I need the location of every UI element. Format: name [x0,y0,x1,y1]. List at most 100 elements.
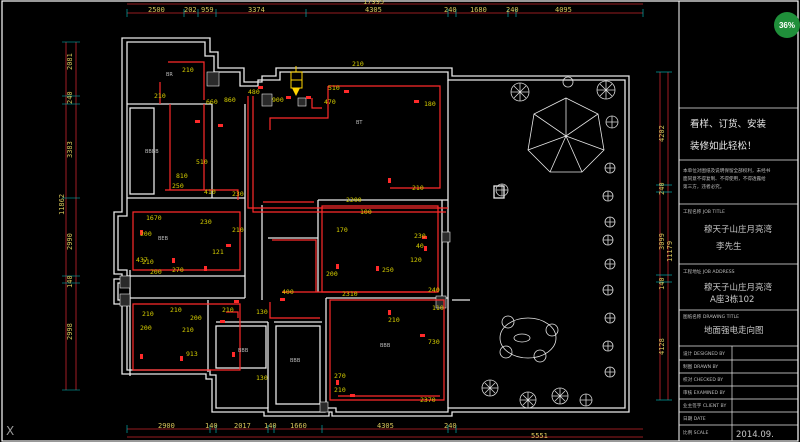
measure-label: 470 [324,98,336,106]
measure-label: 110 [432,304,444,312]
left-dimensions: 2081 240 3383 2990 140 2998 11862 [58,53,74,340]
drawing-name: 地面强电走向图 [704,325,764,336]
measure-label: 2370 [420,396,436,404]
bottom-dim-3: 2017 [234,422,251,430]
measure-label: 730 [428,338,440,346]
measure-label: 210 [142,258,154,266]
bottom-dim-7: 240 [444,422,457,430]
measure-label: 410 [204,188,216,196]
company-note-3: 第三方，违者必究。 [683,183,724,190]
measure-label: 200 [326,270,338,278]
measure-label: 200 [190,314,202,322]
drawing-date: 2014.09. [736,430,774,440]
top-dim-7: 1680 [470,6,487,14]
bottom-dimensions: 2900 140 2017 140 1660 4305 240 5551 [158,422,548,440]
wiring-outlets [140,86,427,397]
measure-label: 210 [142,310,154,318]
company-note-1: 本单位对图纸及说明保留全部权利，未经书 [683,167,771,174]
measure-label: 130 [256,374,268,382]
bottom-dim-4: 140 [264,422,277,430]
left-dim-1: 2081 [66,53,74,70]
right-dim-2: 240 [658,182,666,195]
measure-label: 240 [428,286,440,294]
measure-label: 200 [150,268,162,276]
room-tag-6: BBB [238,348,249,354]
measure-label: 510 [196,158,208,166]
room-tag-5: BBB [380,343,391,349]
measure-label: 200 [140,230,152,238]
sign-row-scale: 比例 SCALE [683,429,708,436]
location-label: 工程地址 JOB ADDRESS [683,268,735,275]
measure-label: 2200 [346,196,362,204]
bottom-dim-1: 2900 [158,422,175,430]
measure-label: 270 [334,372,346,380]
measure-label: 437 [136,256,148,264]
measure-label: 230 [200,218,212,226]
top-dim-3: 959 [201,6,214,14]
garden-plants [481,76,619,409]
dimension-lines [65,3,669,438]
measure-label: 210 [334,386,346,394]
measure-label: 121 [212,248,224,256]
room-tag-7: BBB [290,358,301,364]
measure-label: 1670 [146,214,162,222]
measure-label: 120 [410,256,422,264]
top-dimensions: 17995 2500 202 959 3374 4305 240 1680 24… [148,0,572,14]
measure-label: 810 [176,172,188,180]
measure-label: 210 [182,326,194,334]
distribution-box-icon [290,66,303,96]
measure-label: 2310 [342,290,358,298]
close-icon[interactable]: X [6,424,15,438]
measure-label: 210 [352,60,364,68]
project-label: 工程名称 JOB TITLE [683,208,725,215]
measure-label: 230 [414,232,426,240]
measure-label: 210 [388,316,400,324]
drawing-label: 图纸名称 DRAWING TITLE [683,313,739,320]
measure-label: 200 [140,324,152,332]
right-dimensions: 4202 240 3099 140 4128 11179 [658,125,674,355]
measure-label: 210 [222,306,234,314]
top-dim-6: 240 [444,6,457,14]
measure-label: 230 [232,190,244,198]
right-dim-4: 140 [658,277,666,290]
sign-row-date: 日期 DATE [683,416,706,422]
left-dim-3: 3383 [66,141,74,158]
left-dim-5: 140 [66,275,74,288]
measure-label: 210 [154,92,166,100]
left-total-dim: 11862 [58,194,66,215]
walls [113,37,630,417]
sign-row-client: 业主签字 CLIENT BY [683,402,726,409]
location-line-2: A座3栋102 [710,294,754,305]
measure-label: 250 [382,266,394,274]
wall-pillars [119,71,451,413]
left-dim-2: 240 [66,91,74,104]
location-line-1: 穆天子山庄月亮湾 [704,282,773,293]
sign-row-checked: 校对 CHECKED BY [683,376,723,383]
measure-label: 660 [206,98,218,106]
zoom-level-badge[interactable]: 36% [774,12,800,38]
measure-label: 210 [232,226,244,234]
project-name: 穆天子山庄月亮湾 [704,224,773,235]
left-dim-6: 2998 [66,323,74,340]
company-note-2: 面同意不得复制、不得使用，不得透露给 [683,175,766,182]
measure-label: 900 [272,96,284,104]
top-total-dim: 17995 [363,0,384,6]
measure-label: 170 [336,226,348,234]
measure-label: 860 [224,96,236,104]
sign-row-designed: 设计 DESIGNED BY [683,350,725,357]
bottom-dim-2: 140 [205,422,218,430]
measure-label: 180 [424,100,436,108]
top-dim-4: 3374 [248,6,265,14]
measurement-labels: 210 660 860 900 480 510 470 210 180 210 … [136,60,444,404]
advert-line-1: 看样、订货、安装 [690,118,767,130]
measure-label: 250 [172,182,184,190]
room-tag-1: BR [166,72,173,78]
room-tag-2: BT [356,120,363,126]
measure-label: 913 [186,350,198,358]
right-dim-5: 4128 [658,338,666,355]
top-dim-9: 4095 [555,6,572,14]
measure-label: 100 [360,208,372,216]
bottom-dim-6: 4305 [377,422,394,430]
